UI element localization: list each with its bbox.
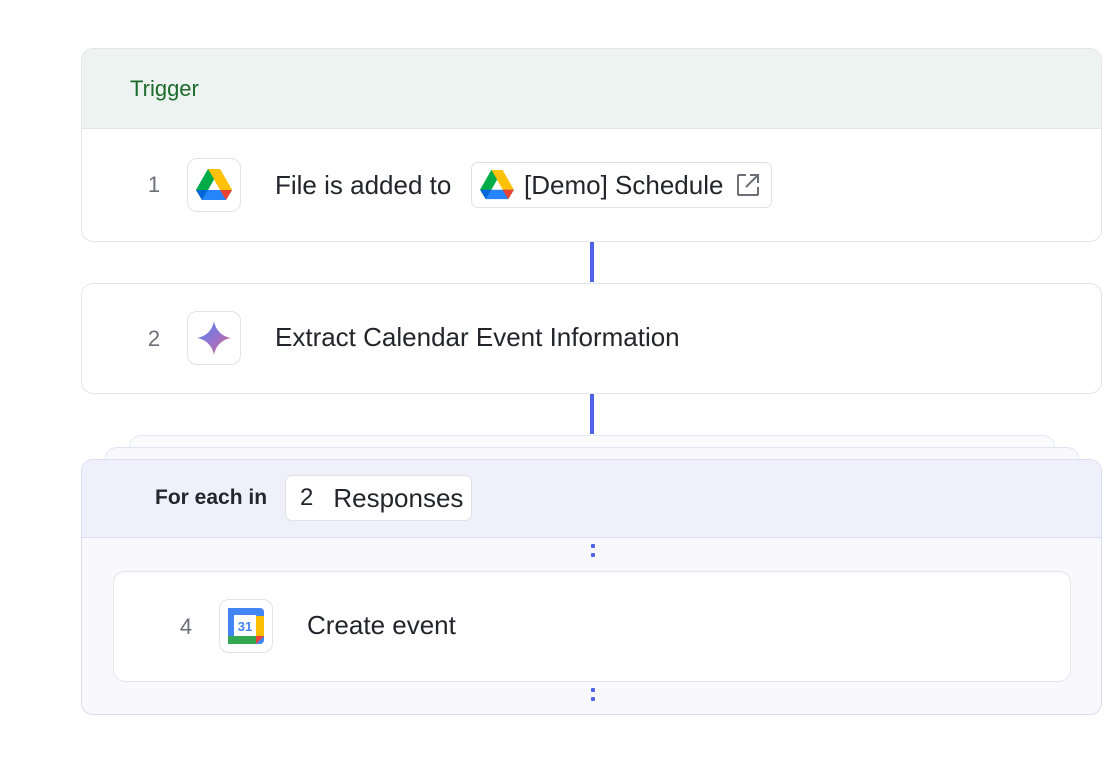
- connector-dots: [591, 688, 595, 706]
- external-link-icon[interactable]: [735, 172, 761, 198]
- step-card-4[interactable]: 4 31 Create event: [113, 571, 1071, 682]
- google-calendar-icon: 31: [219, 599, 273, 653]
- connector-dots: [591, 544, 595, 562]
- responses-chip[interactable]: 2 Responses: [285, 475, 473, 521]
- google-drive-icon: [480, 170, 514, 200]
- step-number: 2: [147, 326, 161, 351]
- step-card-2[interactable]: 2 Extract Calendar Event Information: [81, 283, 1102, 394]
- step-number: 4: [179, 614, 193, 639]
- chip-label: [Demo] Schedule: [524, 169, 724, 200]
- step-text: Create event: [307, 610, 456, 640]
- ai-sparkle-icon: [187, 311, 241, 365]
- trigger-label: Trigger: [130, 75, 199, 101]
- step-text: File is added to: [275, 169, 452, 200]
- svg-text:31: 31: [238, 619, 252, 634]
- google-drive-icon: [187, 158, 241, 212]
- responses-label: Responses: [333, 482, 464, 513]
- for-each-loop-card: For each in 2 Responses 4 31 Create even…: [81, 459, 1102, 715]
- loop-header: For each in 2 Responses: [82, 460, 1101, 538]
- step-number: 1: [147, 172, 161, 197]
- drive-folder-chip[interactable]: [Demo] Schedule: [471, 162, 773, 208]
- responses-count: 2: [300, 484, 314, 511]
- trigger-card: Trigger 1 File is added to: [81, 48, 1102, 242]
- connector-line: [590, 394, 594, 434]
- step-text: Extract Calendar Event Information: [275, 322, 680, 352]
- trigger-header: Trigger: [82, 49, 1101, 129]
- connector-line: [590, 242, 594, 282]
- loop-label: For each in: [155, 486, 268, 509]
- step-row-1[interactable]: 1 File is added to [Demo] Sche: [82, 129, 1101, 241]
